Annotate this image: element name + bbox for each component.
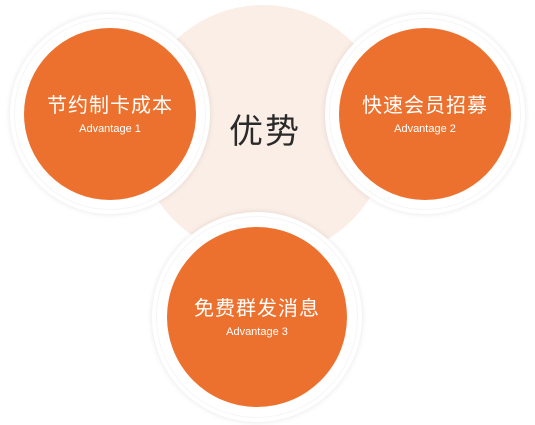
advantage-2-circle: 快速会员招募 Advantage 2	[339, 28, 511, 200]
advantage-1-subtitle: Advantage 1	[79, 123, 141, 135]
advantage-2-title: 快速会员招募	[362, 93, 488, 117]
advantage-1-circle: 节约制卡成本 Advantage 1	[24, 28, 196, 200]
advantage-1-ring: 节约制卡成本 Advantage 1	[10, 14, 210, 214]
advantage-3-ring: 免费群发消息 Advantage 3	[152, 212, 362, 422]
center-title: 优势	[229, 112, 301, 152]
advantage-3-subtitle: Advantage 3	[226, 326, 288, 338]
advantage-2-subtitle: Advantage 2	[394, 123, 456, 135]
advantage-3-circle: 免费群发消息 Advantage 3	[167, 227, 347, 407]
advantage-2-ring: 快速会员招募 Advantage 2	[325, 14, 525, 214]
advantage-1-title: 节约制卡成本	[47, 93, 173, 117]
advantage-3-title: 免费群发消息	[194, 296, 320, 320]
